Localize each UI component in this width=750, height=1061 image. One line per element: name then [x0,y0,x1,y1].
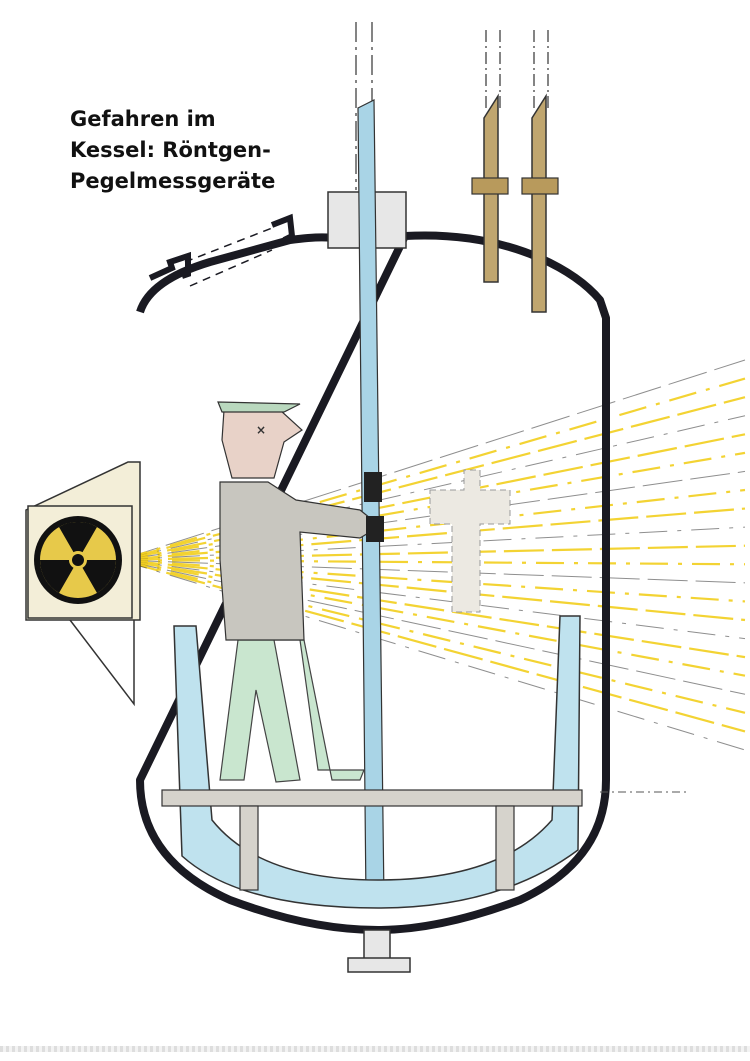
radiation-beam-ray [119,558,746,622]
page-title: Gefahren im Kessel: Röntgen- Pegelmessge… [70,104,370,197]
radiation-beam-ray [119,558,746,677]
radiation-beam-ray [119,396,746,562]
worker-figure: × [217,401,384,783]
radiation-beam-ray [119,359,746,561]
radiation-trefoil-icon [34,516,122,604]
radiation-beam-ray [119,415,746,561]
page-footer-rule [0,1046,750,1052]
agitator-shaft [355,22,385,901]
title-line-2: Kessel: Röntgen- [70,138,271,162]
title-line-3: Pegelmessgeräte [70,169,276,193]
radiation-beam-ray [119,558,746,603]
dip-pipes [471,30,559,313]
radiation-beam-ray [119,544,746,562]
radiation-beam-ray [119,526,746,561]
radiation-source [25,461,141,707]
anchor-stirrer [173,615,581,909]
radiation-beam-ray [119,558,746,733]
bottom-outlet [347,929,411,973]
svg-text:×: × [256,423,266,437]
radiation-beam-ray [119,558,746,659]
radiation-beam-ray [119,558,746,566]
radiation-shadow [429,469,511,613]
radiation-beam-ray [119,559,746,751]
title-line-1: Gefahren im [70,107,216,131]
support-beam [161,789,583,891]
radiation-beams [119,359,746,751]
